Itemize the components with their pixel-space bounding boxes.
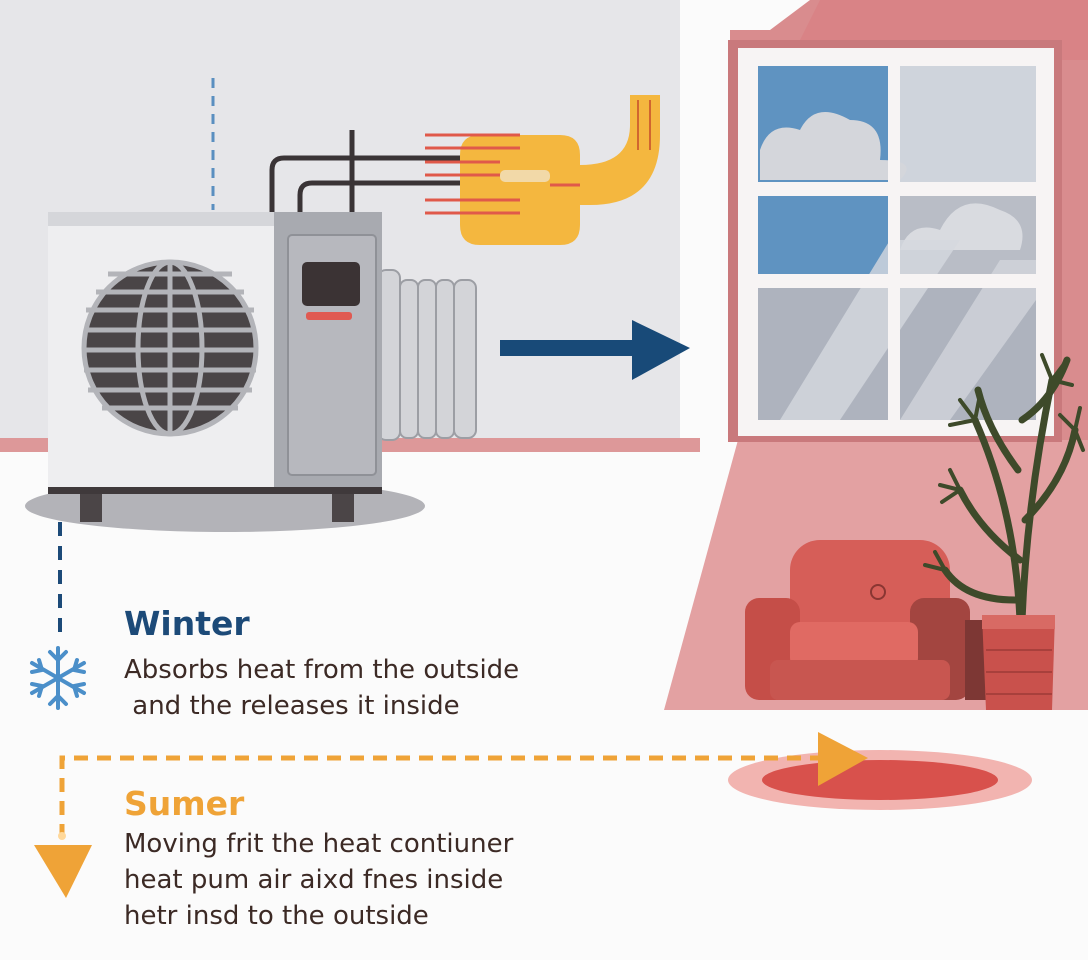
summer-line-1: Moving frit the heat contiuner <box>124 829 514 859</box>
arrow-down-icon <box>34 845 92 898</box>
summer-line-2: heat pum air aixd fnes inside <box>124 865 504 895</box>
winter-title: Winter <box>124 604 250 643</box>
fan-grille <box>81 259 259 437</box>
summer-description: Moving frit the heat contiuner heat pum … <box>124 826 513 934</box>
winter-line-1: Absorbs heat from the outside <box>124 655 520 685</box>
summer-title: Sumer <box>124 784 245 823</box>
winter-line-2: and the releases it inside <box>124 691 460 721</box>
summer-line-3: hetr insd to the outside <box>124 901 429 931</box>
arrow-right-icon <box>500 320 690 380</box>
potted-plant <box>923 353 1085 710</box>
arrow-right-icon <box>818 732 868 786</box>
refrigerant-pipes <box>269 130 524 215</box>
snowflake-icon <box>30 646 86 710</box>
winter-description: Absorbs heat from the outside and the re… <box>124 652 519 724</box>
heat-coil <box>425 95 660 245</box>
rug <box>728 750 1032 810</box>
summer-dashed-path <box>59 755 820 838</box>
window <box>728 40 1062 442</box>
heat-pump-unit <box>25 212 477 532</box>
